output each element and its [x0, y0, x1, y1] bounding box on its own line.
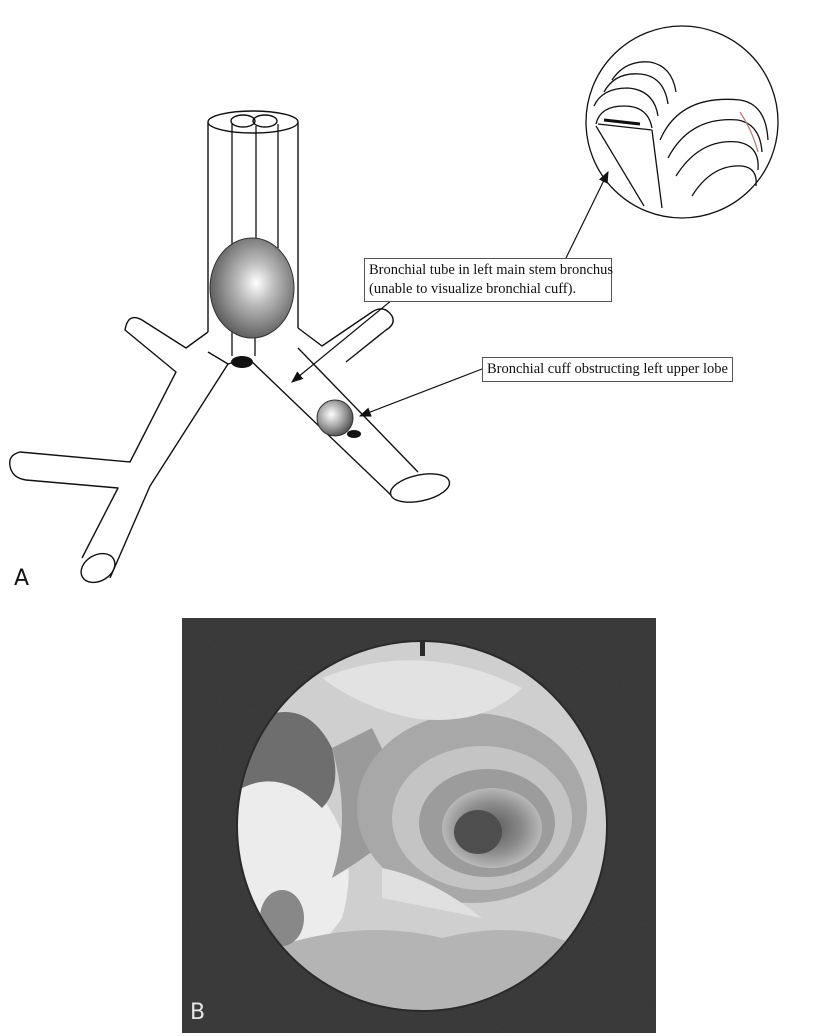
tracheal-lumen-opening [231, 356, 253, 368]
tracheal-cuff [210, 238, 294, 338]
bronchoscope-inset [586, 26, 778, 218]
right-bronchus [10, 318, 228, 589]
callout-upper-lobe: Bronchial cuff obstructing left upper lo… [482, 357, 733, 382]
bronchial-cuff [317, 400, 353, 436]
panel-label-b: B [190, 1000, 205, 1025]
bronchoscopy-photo [182, 618, 656, 1033]
callout-left-main-stem: Bronchial tube in left main stem bronchu… [364, 258, 612, 302]
callout-left-main-stem-line2: (unable to visualize bronchial cuff). [369, 280, 607, 299]
bronchial-tip [347, 430, 361, 438]
callout-left-main-stem-line1: Bronchial tube in left main stem bronchu… [369, 261, 607, 280]
panel-label-a: A [14, 566, 29, 591]
